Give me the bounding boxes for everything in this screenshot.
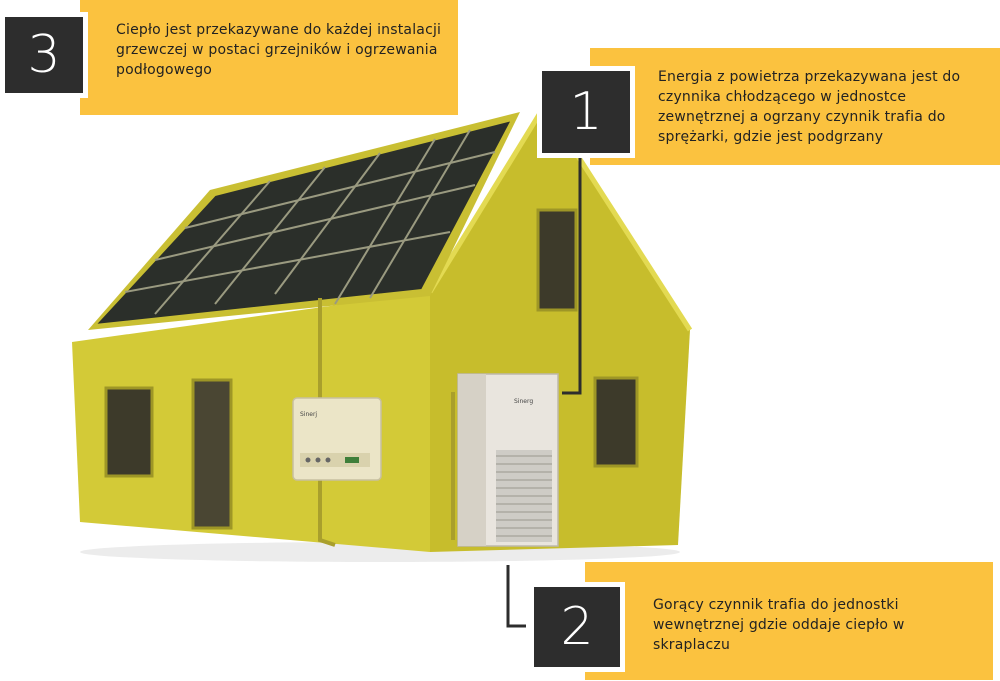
callout-step-1: Energia z powietrza przekazywana jest do…	[590, 48, 1000, 165]
callout-step-1-text: Energia z powietrza przekazywana jest do…	[658, 69, 961, 145]
inverter-unit	[292, 397, 382, 481]
heat-pump-brand-label: Sinerg	[514, 398, 533, 405]
window-gable-upper	[536, 208, 578, 312]
callout-step-2: Gorący czynnik trafia do jednostki wewnę…	[585, 562, 993, 680]
step-number-2: 2	[529, 582, 625, 672]
connector-line-1	[562, 158, 582, 395]
solar-panels	[92, 118, 514, 327]
step-number-1: 1	[537, 66, 635, 158]
window-left	[104, 386, 154, 478]
callout-step-3-text: Ciepło jest przekazywane do każdej insta…	[116, 22, 442, 78]
pipe	[318, 298, 336, 547]
heat-pump-unit	[457, 373, 559, 547]
inverter-brand-label: Sinerj	[300, 411, 317, 418]
connector-line-2	[506, 565, 526, 628]
door	[191, 378, 233, 530]
callout-step-3: Ciepło jest przekazywane do każdej insta…	[80, 0, 458, 115]
house-side-wall	[72, 292, 430, 552]
window-gable-right	[593, 376, 639, 468]
step-number-3: 3	[0, 12, 88, 98]
callout-step-2-text: Gorący czynnik trafia do jednostki wewnę…	[653, 597, 905, 653]
